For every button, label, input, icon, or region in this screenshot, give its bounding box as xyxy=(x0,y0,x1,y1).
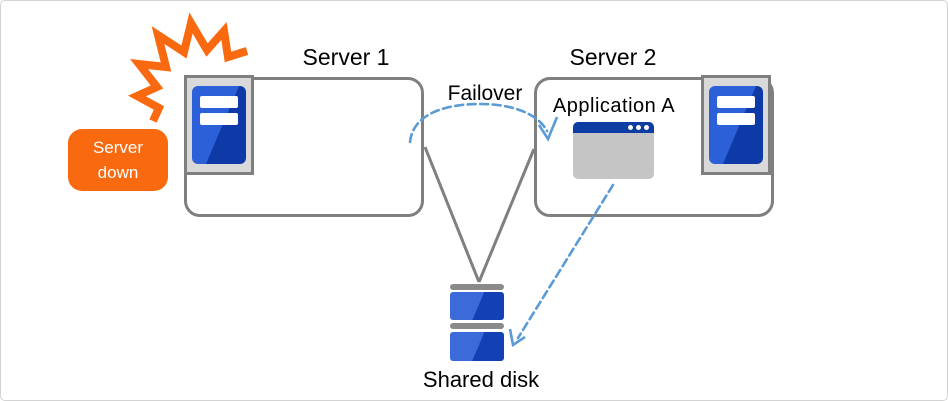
disk-cap xyxy=(450,284,504,290)
server-down-badge: Server down xyxy=(68,129,168,191)
failover-arc-arrow xyxy=(408,102,549,144)
tower-slot-bar xyxy=(200,96,238,108)
window-dot-icon xyxy=(636,125,641,130)
app-window-titlebar xyxy=(573,122,654,133)
server-down-line2: down xyxy=(97,163,139,182)
server1-title: Server 1 xyxy=(302,44,390,70)
server-down-line1: Server xyxy=(92,138,144,157)
app-window-icon xyxy=(573,122,654,179)
failover-label: Failover xyxy=(447,82,523,105)
disk-stack-icon xyxy=(450,284,504,361)
window-dot-icon xyxy=(644,125,649,130)
server2-icon-panel xyxy=(701,75,771,175)
tower-slot-bar xyxy=(717,113,755,125)
server2-title: Server 2 xyxy=(569,44,657,70)
server1-to-disk-line xyxy=(423,146,481,283)
tower-slot-bar xyxy=(200,113,238,125)
app-to-disk-arrowhead-icon xyxy=(508,328,526,348)
server-tower-icon xyxy=(709,86,763,164)
application-label: Application A xyxy=(552,95,676,117)
shared-disk-label: Shared disk xyxy=(422,367,540,392)
server2-to-disk-line xyxy=(477,148,536,283)
disk-cap xyxy=(450,323,504,329)
window-dot-icon xyxy=(628,125,633,130)
server1-icon-panel xyxy=(184,75,254,175)
disk-platter xyxy=(450,332,504,361)
disk-platter xyxy=(450,292,504,320)
tower-slot-bar xyxy=(717,96,755,108)
server-tower-icon xyxy=(192,86,246,164)
